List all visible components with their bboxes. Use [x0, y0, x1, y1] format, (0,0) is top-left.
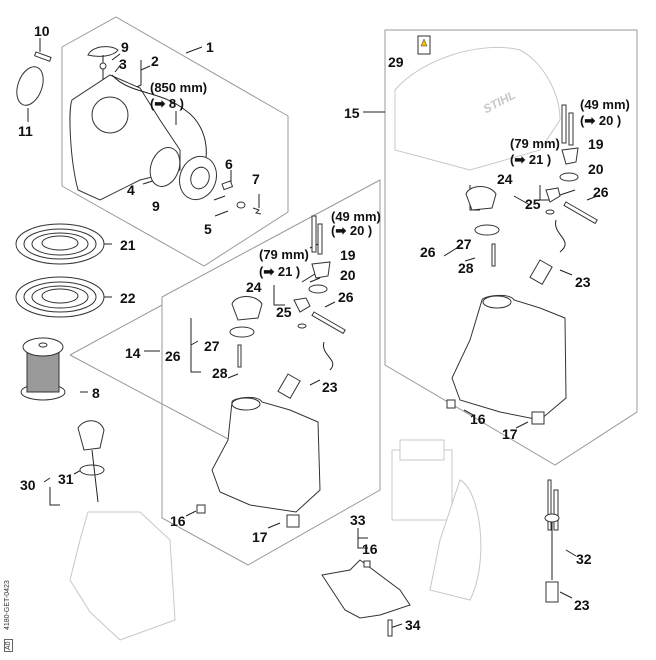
- callout-25b: 26: [593, 184, 609, 200]
- callout-27: 27: [204, 338, 220, 354]
- o-ring-24: [297, 323, 307, 329]
- callout-2: 2: [151, 53, 159, 69]
- callout-23: 24: [246, 279, 262, 295]
- plug-16-bracket: [363, 560, 371, 568]
- document-id: 4180-GET-0423: [4, 580, 11, 630]
- fuel-filter-22: [277, 373, 301, 400]
- screw-34: [387, 619, 393, 637]
- callout-21: 22: [120, 290, 136, 306]
- callout-24b: 25: [525, 196, 541, 212]
- callout-30: 30: [20, 477, 36, 493]
- callout-18: 19: [340, 247, 356, 263]
- pawl-6: [221, 180, 234, 191]
- washer-5: [236, 201, 246, 209]
- note-hose-short-ref: (➡ 20 ): [331, 223, 373, 238]
- callout-23b: 24: [497, 171, 513, 187]
- callout-14: 14: [125, 345, 141, 361]
- spring-7: [252, 207, 262, 215]
- callout-33: 33: [350, 512, 366, 528]
- callout-19: 20: [340, 267, 356, 283]
- o-ring-31: [79, 464, 105, 476]
- note-hose-short-length: (49 mm): [331, 209, 381, 224]
- fuel-tank-shroud: [451, 294, 567, 421]
- engine-ghost: [391, 439, 482, 601]
- callout-20: 21: [120, 237, 136, 253]
- note-hose-long-length: (79 mm): [259, 247, 309, 262]
- callout-28b: 28: [458, 260, 474, 276]
- callout-6: 6: [225, 156, 233, 172]
- callout-1: 1: [206, 39, 214, 55]
- note-hose-short-ref-2: (➡ 20 ): [580, 113, 622, 128]
- callout-5: 5: [204, 221, 212, 237]
- callout-12: 11: [18, 123, 33, 139]
- note-rope-ref: (➡ 8 ): [150, 96, 185, 111]
- screw-11: [33, 51, 52, 62]
- callout-15: 15: [344, 105, 360, 121]
- revision-badge: A0: [4, 639, 13, 652]
- callout-10: 9: [121, 39, 129, 55]
- callout-9: 9: [152, 198, 160, 214]
- shroud-15: [394, 46, 561, 171]
- note-hose-long-ref: (➡ 21 ): [259, 264, 301, 279]
- callout-17b: 17: [502, 426, 518, 442]
- frame-fuel-tank-assembly: [161, 179, 381, 566]
- plug-17: [286, 514, 300, 528]
- starter-grip: [87, 46, 119, 57]
- callout-8: 8: [92, 385, 100, 401]
- fuel-pickup-32: [547, 479, 552, 531]
- callout-3: 3: [119, 56, 127, 72]
- hose-reel-20: [15, 223, 105, 265]
- oil-cap-30: [77, 420, 105, 451]
- rope-spool-8: [20, 337, 66, 401]
- filler-cap-shroud: [465, 186, 497, 211]
- tank-vent-23: [293, 297, 311, 313]
- cover-plate-12: [16, 66, 44, 106]
- callout-17: 17: [252, 529, 268, 545]
- callout-34: 34: [405, 617, 421, 633]
- callout-26: 26: [165, 348, 181, 364]
- note-rope-length: (850 mm): [150, 80, 208, 95]
- callout-26b: 26: [420, 244, 436, 260]
- starter-rope: [111, 74, 207, 166]
- hose-79mm: [317, 223, 323, 255]
- grommet-18: [311, 261, 331, 279]
- frame-shroud-assembly: [384, 29, 638, 466]
- plug-16: [196, 504, 206, 514]
- hose-25: [311, 311, 346, 335]
- callout-22c: 23: [574, 597, 590, 613]
- callout-7: 7: [252, 171, 260, 187]
- callout-4: 4: [127, 182, 135, 198]
- hose-reel-21: [15, 276, 105, 318]
- callout-16c: 16: [362, 541, 378, 557]
- callout-19b: 20: [588, 161, 604, 177]
- callout-18b: 19: [588, 136, 604, 152]
- callout-16: 16: [170, 513, 186, 529]
- frame-starter-assembly: [61, 16, 289, 267]
- callout-22b: 23: [575, 274, 591, 290]
- callout-22: 23: [322, 379, 338, 395]
- note-hose-long-ref-2: (➡ 21 ): [510, 152, 552, 167]
- callout-28: 28: [212, 365, 228, 381]
- callout-25: 26: [338, 289, 354, 305]
- note-hose-long-length-2: (79 mm): [510, 136, 560, 151]
- callout-16b: 16: [470, 411, 486, 427]
- callout-11: 10: [34, 23, 50, 39]
- o-ring-27: [229, 326, 255, 338]
- fuel-filter-22b: [545, 581, 559, 603]
- callout-31: 31: [58, 471, 74, 487]
- seal-19: [308, 284, 328, 294]
- fuel-tank-14: [211, 396, 321, 513]
- bracket-33: [321, 559, 411, 619]
- callout-27b: 27: [456, 236, 472, 252]
- strainer-28: [237, 344, 242, 368]
- ghost-fuel-tank: [69, 511, 176, 641]
- note-hose-short-length-2: (49 mm): [580, 97, 630, 112]
- filler-cap-26: [231, 296, 263, 321]
- callout-32: 32: [576, 551, 592, 567]
- callout-24: 25: [276, 304, 292, 320]
- callout-29: 29: [388, 54, 404, 70]
- spring-washer-4: [149, 147, 181, 187]
- hose-49mm: [311, 215, 317, 253]
